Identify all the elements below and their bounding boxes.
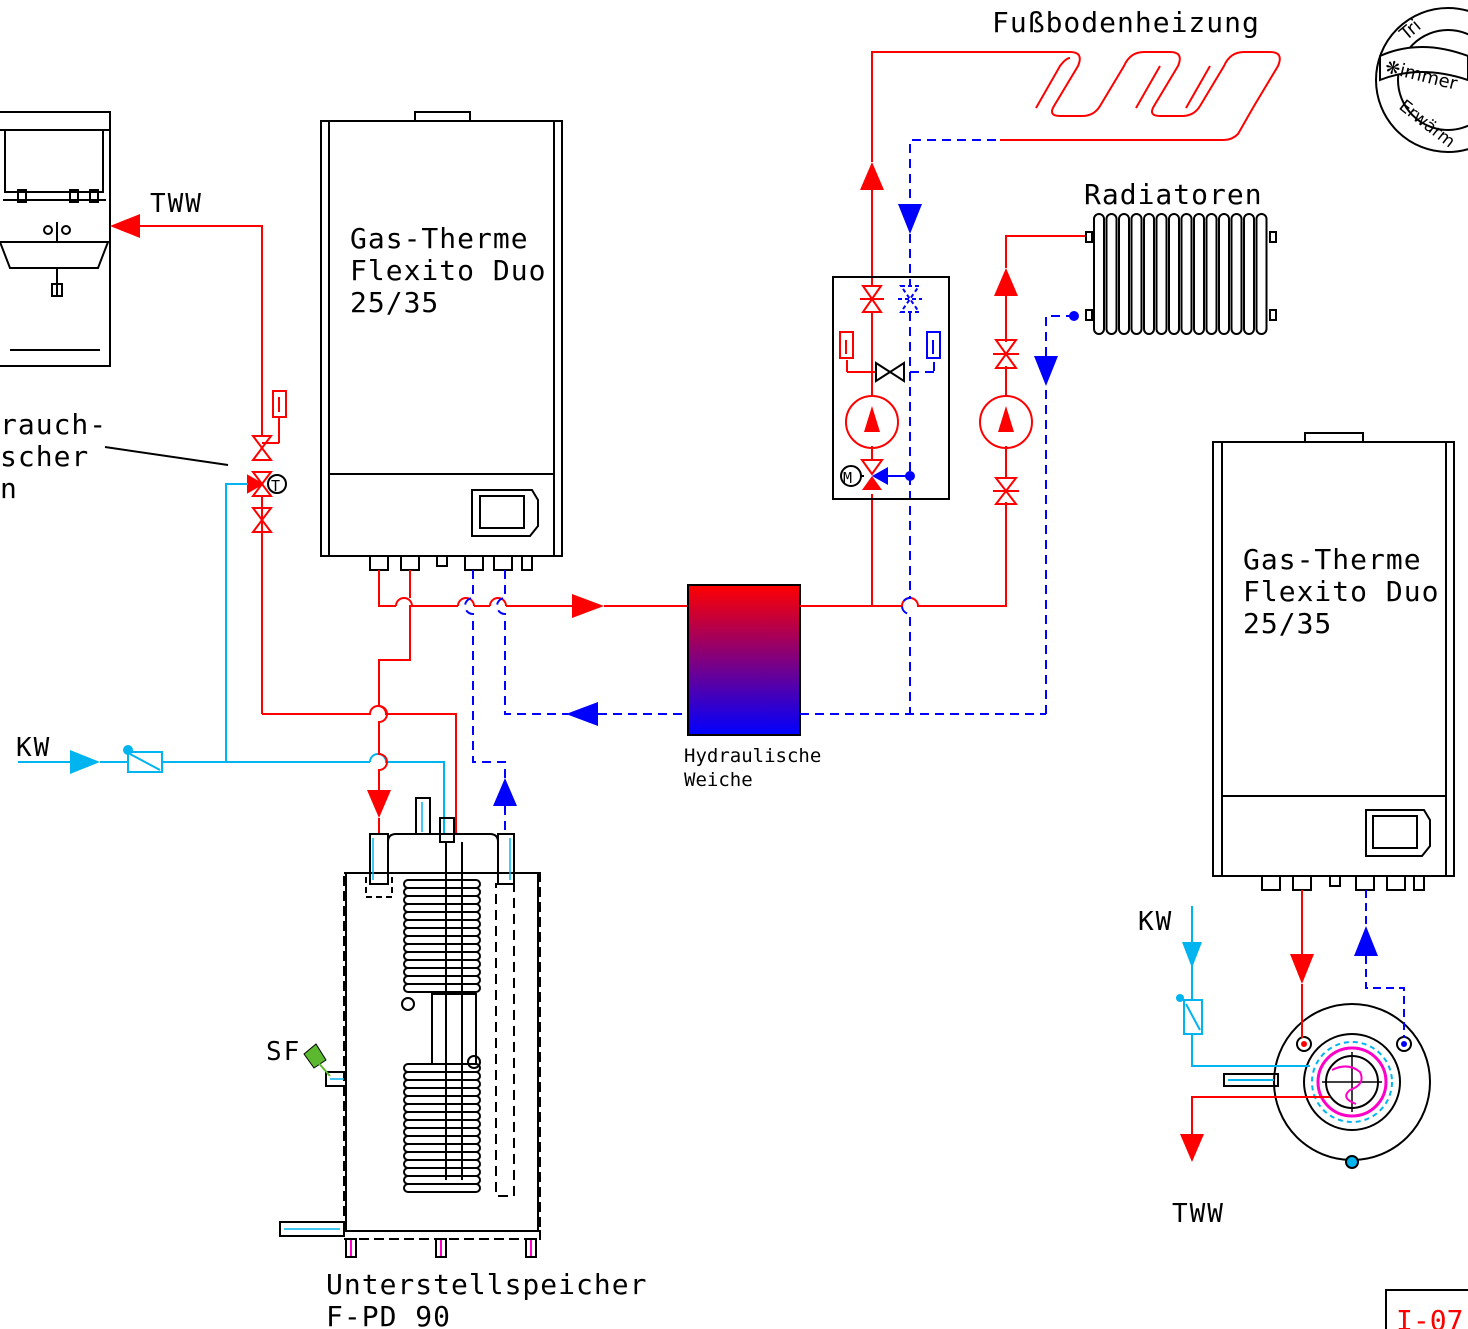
- arrow-floor-return: [898, 204, 922, 234]
- kw-label-right: KW: [1138, 907, 1173, 937]
- tww-label-right: TWW: [1172, 1199, 1225, 1229]
- cold-water-line-left: [18, 483, 445, 834]
- mixer-label-line1: rauch-: [0, 408, 107, 441]
- thermostat-letter: T: [271, 477, 280, 495]
- radiator: [1085, 213, 1277, 335]
- valve-radiator-lower: [993, 477, 1019, 505]
- boiler-to-tank-supply: [378, 570, 688, 834]
- tank-coil: [403, 879, 481, 1193]
- radiator-label: Radiatoren: [1084, 178, 1263, 211]
- return-lines-left: [464, 570, 688, 834]
- pump-radiator: [979, 395, 1033, 449]
- tank-magenta-stubs: [350, 1240, 532, 1256]
- arrow-radiator-supply: [994, 268, 1018, 296]
- stamp-text-top: Tri: [1395, 15, 1425, 45]
- floor-heating-label: Fußbodenheizung: [992, 6, 1260, 39]
- tank-cyan-details: [284, 802, 511, 1230]
- supply-distribution: [800, 51, 1086, 607]
- arrow-top-view-return: [1354, 926, 1378, 956]
- sensor-kw-right: [1176, 994, 1184, 1002]
- arrow-to-weiche: [572, 594, 604, 618]
- mixer-label-line3: n: [0, 472, 18, 505]
- safety-valve-icon: [303, 1043, 327, 1069]
- storage-tank-label-line1: Unterstellspeicher: [326, 1268, 647, 1301]
- mixer-valve-motor: [840, 459, 915, 490]
- thermometer-floor-supply: [839, 331, 854, 359]
- boiler-right-name-line2: Flexito Duo: [1243, 575, 1439, 608]
- boiler-left-name-line2: Flexito Duo: [350, 254, 546, 287]
- corner-code-box: [1385, 1289, 1468, 1329]
- arrow-tank-supply: [367, 790, 391, 818]
- boiler-right-name-line1: Gas-Therme: [1243, 543, 1422, 576]
- thermometer-tww: [272, 390, 287, 418]
- bypass-valve: [875, 361, 905, 383]
- return-distribution: [800, 139, 1074, 715]
- tww-label-left: TWW: [150, 189, 203, 219]
- arrow-tww-left: [110, 214, 140, 238]
- arrow-tank-return: [493, 778, 517, 806]
- valve-floor-return: [898, 285, 922, 313]
- thermostat-icon: [267, 474, 287, 494]
- sf-label: SF: [266, 1037, 301, 1067]
- tank-top-view: [1273, 1003, 1431, 1169]
- boiler-left-name-line3: 25/35: [350, 286, 439, 319]
- arrow-return-to-boiler: [566, 702, 598, 726]
- mixer-label-line2: scher: [0, 440, 89, 473]
- thermometer-floor-return: [926, 331, 941, 359]
- boiler-right-name-line3: 25/35: [1243, 607, 1332, 640]
- sink-cabinet: [0, 111, 111, 367]
- corner-code: I-07: [1396, 1304, 1463, 1329]
- stamp-text-bottom: Erwärm: [1395, 96, 1459, 152]
- company-stamp: Tri ❋immer Erwärm: [1375, 7, 1468, 153]
- kw-label-left: KW: [16, 733, 51, 763]
- mixing-station-box: [832, 276, 950, 500]
- boiler-left: [320, 111, 563, 571]
- hydraulic-switch-label-line2: Weiche: [684, 769, 753, 791]
- boiler-right: [1212, 432, 1455, 891]
- valve-floor-supply: [860, 285, 884, 313]
- valve-tww-lower: [251, 507, 273, 533]
- hydraulic-switch: [687, 584, 801, 736]
- top-view-pipes: [1183, 890, 1405, 1160]
- valve-tww-upper: [251, 435, 273, 461]
- arrow-kw-left: [70, 750, 100, 774]
- sensor-radiator-return: [1069, 311, 1079, 321]
- motor-letter: M: [843, 469, 852, 487]
- arrow-top-view-supply: [1290, 954, 1314, 984]
- arrow-tww-right: [1180, 1134, 1204, 1162]
- floor-heating-coil: [1000, 51, 1281, 141]
- arrow-floor-supply: [860, 162, 884, 190]
- boiler-left-name-line1: Gas-Therme: [350, 222, 529, 255]
- leader-line-mixer: [104, 446, 229, 466]
- pump-floor: [845, 395, 899, 449]
- arrow-kw-right: [1182, 942, 1202, 968]
- storage-tank-label-line2: F-PD 90: [326, 1300, 451, 1329]
- sensor-kw-left: [123, 745, 133, 755]
- arrow-radiator-return: [1034, 356, 1058, 386]
- hydraulic-switch-label-line1: Hydraulische: [684, 745, 821, 767]
- valve-radiator-upper: [993, 339, 1019, 369]
- storage-tank: [279, 797, 541, 1258]
